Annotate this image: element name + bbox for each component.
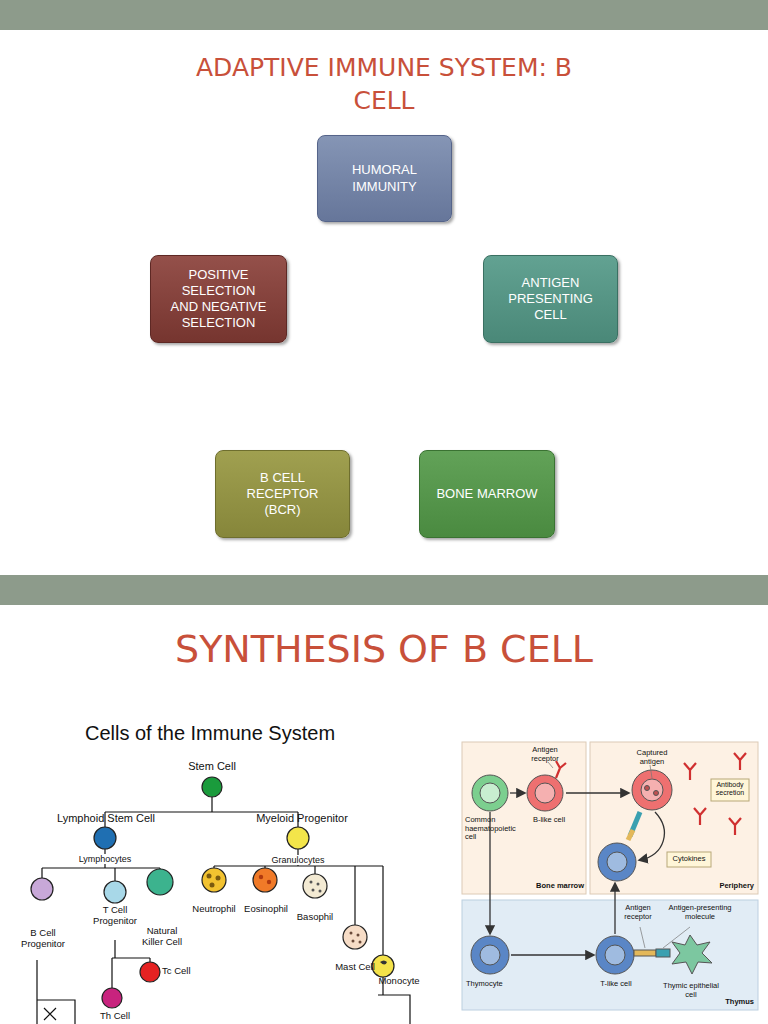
figure-annotation: Common haematopoietic cell: [465, 816, 527, 842]
box-text: HUMORAL IMMUNITY: [318, 162, 451, 195]
header-band: [0, 0, 768, 30]
cell-label: Tc Cell: [162, 966, 212, 977]
cell-label: Th Cell: [90, 1011, 140, 1022]
box-text: BONE MARROW: [420, 486, 553, 502]
figure-annotation: Antibody secretion: [711, 781, 749, 797]
concept-box: ANTIGEN PRESENTING CELL: [483, 255, 618, 343]
cell-label: Neutrophil: [188, 904, 240, 915]
separator-band: [0, 575, 768, 605]
figure-annotation: Captured antigen: [628, 749, 676, 766]
cell-label: Eosinophil: [240, 904, 292, 915]
cell-label: Stem Cell: [176, 760, 248, 773]
lineage-label: Granulocytes: [260, 855, 336, 865]
figure-annotation: Thymic epithelial cell: [662, 982, 720, 999]
concept-box: BONE MARROW: [419, 450, 555, 538]
panel-label: Periphery: [690, 882, 754, 891]
leader-lines: [548, 762, 690, 948]
cell-circles: [31, 777, 394, 1008]
cell-label: Mast Cell: [330, 962, 380, 973]
figure-annotation: B-like cell: [527, 816, 571, 825]
figure-annotation: Thymocyte: [466, 980, 522, 989]
lineage-label: Lymphocytes: [66, 854, 144, 864]
box-text: B CELL RECEPTOR (BCR): [216, 470, 349, 519]
concept-box: HUMORAL IMMUNITY: [317, 135, 452, 222]
cell-label: Lymphoid Stem Cell: [36, 812, 176, 825]
lineage-lines: [37, 797, 410, 1024]
section-title: SYNTHESIS OF B CELL: [0, 628, 768, 672]
panel-label: Thymus: [700, 998, 754, 1007]
cell-label: Basophil: [290, 912, 340, 923]
box-text: POSITIVE SELECTION AND NEGATIVE SELECTIO…: [151, 267, 286, 332]
figure-annotation: Cytokines: [667, 855, 711, 864]
concept-box: B CELL RECEPTOR (BCR): [215, 450, 350, 538]
concept-box: POSITIVE SELECTION AND NEGATIVE SELECTIO…: [150, 255, 287, 343]
cell-label: B Cell Progenitor: [14, 928, 72, 950]
development-arrows: [490, 793, 664, 955]
granule-dots: [207, 874, 388, 965]
development-cells: [471, 770, 712, 974]
note-boxes: [667, 779, 749, 867]
cell-label: Natural Killer Cell: [136, 926, 188, 948]
figure-annotation: Antigen-presenting molecule: [662, 904, 738, 921]
box-text: ANTIGEN PRESENTING CELL: [484, 275, 617, 324]
cell-label: Monocyte: [372, 976, 426, 987]
slide-title: ADAPTIVE IMMUNE SYSTEM: B CELL: [164, 52, 604, 117]
figure-title: Cells of the Immune System: [60, 722, 360, 745]
development-panels: [462, 742, 758, 1010]
figure-annotation: Antigen receptor: [522, 746, 568, 763]
panel-label: Bone marrow: [520, 882, 584, 891]
cell-label: Myeloid Progenitor: [240, 812, 364, 825]
cell-label: T Cell Progenitor: [90, 905, 140, 927]
figure-annotation: Antigen receptor: [616, 904, 660, 921]
figure-annotation: T-like cell: [594, 980, 638, 989]
